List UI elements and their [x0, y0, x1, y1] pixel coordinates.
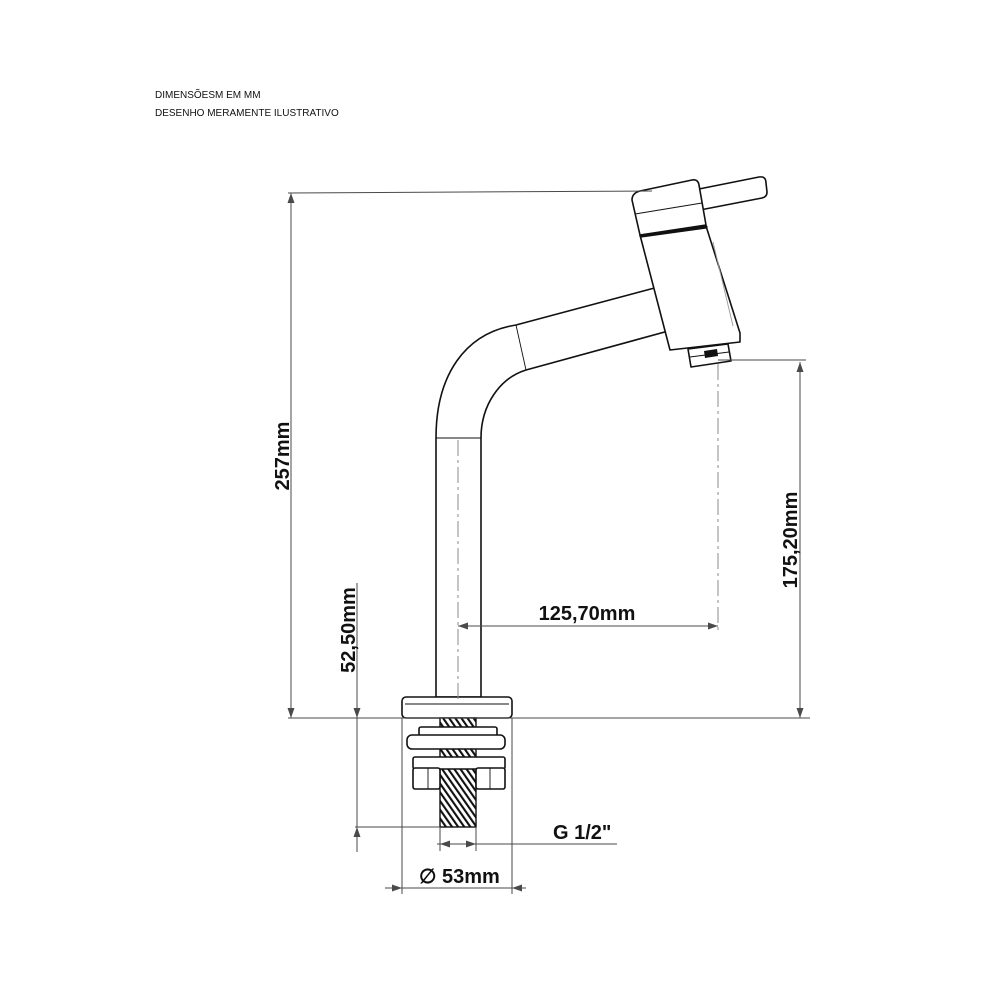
spout-pipe	[435, 285, 673, 698]
overall-height-label: 257mm	[272, 422, 294, 491]
outlet-height-label: 175,20mm	[780, 492, 802, 589]
arrowhead	[458, 622, 468, 630]
arrowhead	[353, 708, 361, 718]
valve-cap	[631, 179, 707, 236]
washer	[406, 734, 506, 750]
arrowhead	[353, 827, 361, 837]
note-units: DIMENSÕESM EM MM	[155, 88, 261, 101]
nut-left-wing	[412, 767, 441, 790]
base-plate	[401, 696, 513, 719]
arrowhead	[512, 884, 522, 892]
thread-size-label: G 1/2"	[553, 822, 611, 844]
arrowhead	[392, 884, 402, 892]
faucet	[401, 176, 768, 828]
arrowhead	[796, 708, 804, 718]
valve-body-highlight	[712, 241, 734, 327]
lever-handle	[693, 176, 768, 211]
valve-cap-ring	[634, 202, 703, 215]
thread-length-label: 52,50mm	[338, 587, 360, 673]
valve-cap-band	[639, 225, 708, 238]
nut-top-plate	[412, 756, 506, 770]
base-diameter-label: ∅ 53mm	[419, 866, 500, 888]
spout-reach-label: 125,70mm	[539, 603, 636, 625]
arrowhead	[440, 840, 450, 848]
aerator-slot	[704, 349, 718, 358]
arrowhead	[796, 362, 804, 372]
arrowhead	[708, 622, 718, 630]
arrowhead	[287, 708, 295, 718]
dimensions	[287, 190, 810, 894]
note-illustrative: DESENHO MERAMENTE ILUSTRATIVO	[155, 108, 339, 119]
height-top-extension-line	[287, 190, 653, 194]
arrowhead	[287, 193, 295, 203]
nut-right-wing	[475, 767, 506, 790]
arrowhead	[466, 840, 476, 848]
spout-seam-upper	[515, 324, 527, 371]
